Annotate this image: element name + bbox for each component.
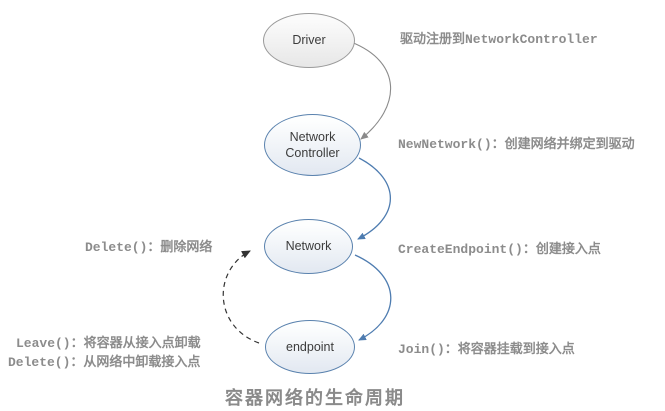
node-endpoint: endpoint [265, 320, 355, 374]
node-driver: Driver [263, 13, 355, 68]
edge-driver-to-controller [350, 41, 392, 140]
annotation-join: Join()：将容器挂载到接入点 [398, 342, 575, 357]
annotation-new-network: NewNetwork()：创建网络并绑定到驱动 [398, 137, 635, 152]
annotation-delete-network: Delete()：删除网络 [85, 240, 213, 255]
node-network-controller-label: Network Controller [285, 129, 340, 160]
edge-network-to-endpoint [354, 254, 392, 341]
annotation-leave: Leave()：将容器从接入点卸载 [16, 336, 201, 351]
node-driver-label: Driver [292, 33, 326, 48]
edge-controller-to-network [357, 157, 392, 240]
node-network-label: Network [285, 239, 332, 254]
node-network: Network [264, 219, 353, 274]
edge-endpoint-to-network-dashed [222, 250, 260, 344]
node-endpoint-label: endpoint [286, 339, 334, 354]
annotation-create-endpoint: CreateEndpoint()：创建接入点 [398, 242, 601, 257]
annotation-driver-register: 驱动注册到NetworkController [400, 32, 598, 47]
node-network-controller: Network Controller [264, 114, 361, 176]
annotation-delete-endpoint: Delete()：从网络中卸载接入点 [8, 355, 201, 370]
diagram-title: 容器网络的生命周期 [225, 388, 405, 408]
